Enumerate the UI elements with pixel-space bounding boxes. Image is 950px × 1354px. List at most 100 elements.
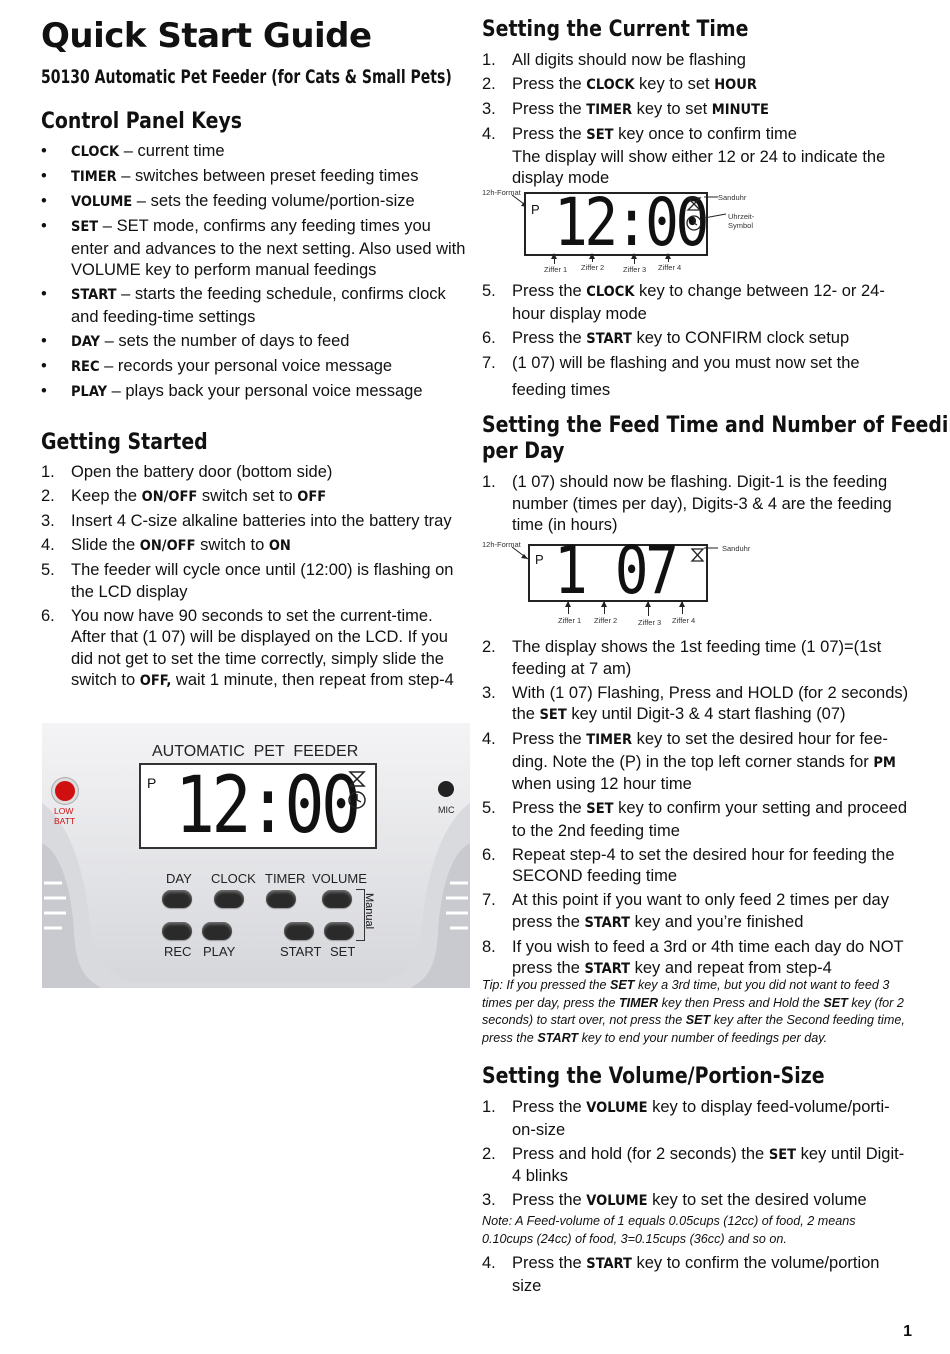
pm-indicator: P xyxy=(535,552,544,567)
manual-label: Manual xyxy=(363,892,376,930)
rec-button[interactable] xyxy=(162,922,192,940)
timer-label: TIMER xyxy=(265,871,306,886)
set-label: SET xyxy=(330,944,356,959)
current-time-steps: 1.All digits should now be flashing 2.Pre… xyxy=(482,50,912,192)
arrow-z1 xyxy=(551,253,557,264)
product-subtitle: 50130 Automatic Pet Feeder (for Cats & S… xyxy=(41,66,452,88)
arrow-z1 xyxy=(565,601,571,614)
list-item: 6.You now have 90 seconds to set the cur… xyxy=(41,606,454,690)
list-item: •PLAY – plays back your personal voice m… xyxy=(41,381,423,400)
arrow-z4 xyxy=(665,253,671,262)
sanduhr-label: Sanduhr xyxy=(722,544,751,553)
arrow-z2 xyxy=(601,601,607,614)
list-item: •REC – records your personal voice messa… xyxy=(41,356,393,375)
list-item: 3.Press the TIMER key to set MINUTE xyxy=(482,100,769,118)
list-item: 4.Slide the ON/OFF switch to ON xyxy=(41,536,291,554)
day-button[interactable] xyxy=(162,890,192,908)
list-item: 1.Press the VOLUME key to display feed-v… xyxy=(482,1098,890,1139)
low-batt-label: LOW BATT xyxy=(54,806,76,826)
hourglass-icon xyxy=(690,548,705,562)
list-item: 3.Press the VOLUME key to set the desire… xyxy=(482,1191,867,1209)
list-item: 5.Press the SET key to confirm your sett… xyxy=(482,799,908,840)
digit1-label: Ziffer 1 xyxy=(544,265,568,274)
feed-time-tip: Tip: If you pressed the SET key a 3rd ti… xyxy=(482,978,905,1045)
digit4-label: Ziffer 4 xyxy=(658,263,682,272)
list-item: 4.Press the SET key once to confirm time… xyxy=(482,125,886,187)
list-item: •DAY – sets the number of days to feed xyxy=(41,331,350,350)
panel-lcd-digits: 12:00 xyxy=(175,761,361,851)
lcd-digits: 1 07 xyxy=(554,532,679,609)
list-item: 4.Press the TIMER key to set the desired… xyxy=(482,730,896,793)
list-item: 7.At this point if you want to only feed… xyxy=(482,891,889,931)
sanduhr-label: Sanduhr xyxy=(718,193,747,202)
panel-title: AUTOMATIC PET FEEDER xyxy=(152,743,359,760)
getting-started-heading: Getting Started xyxy=(41,430,208,455)
list-item: 6.Repeat step-4 to set the desired hour … xyxy=(482,845,895,886)
list-item: 1.Open the battery door (bottom side) xyxy=(41,463,333,481)
list-item: 1.All digits should now be flashing xyxy=(482,51,746,69)
list-item: 7.(1 07) will be flashing and you must n… xyxy=(482,353,860,400)
format-label: 12h-Format xyxy=(482,540,521,549)
arrow-z3 xyxy=(631,253,637,264)
list-item: •START – starts the feeding schedule, co… xyxy=(41,285,446,326)
digit1-label: Ziffer 1 xyxy=(558,616,582,625)
list-item: 1.(1 07) should now be flashing. Digit-1… xyxy=(482,473,892,534)
clock-label: CLOCK xyxy=(211,871,256,886)
digit3-label: Ziffer 3 xyxy=(623,265,647,274)
pointer-icon xyxy=(512,546,529,560)
list-item: 8.If you wish to feed a 3rd or 4th time … xyxy=(482,937,904,978)
list-item: 5.Press the CLOCK key to change between … xyxy=(482,282,885,323)
digit4-label: Ziffer 4 xyxy=(672,616,696,625)
clock-button[interactable] xyxy=(214,890,244,908)
list-item: 2.Press and hold (for 2 seconds) the SET… xyxy=(482,1144,905,1186)
manual-bracket xyxy=(356,889,365,941)
rec-label: REC xyxy=(164,944,192,959)
panel-lcd: P 12:00 xyxy=(139,761,377,851)
current-time-steps-cont: 5.Press the CLOCK key to change between … xyxy=(482,281,912,409)
digit3-label: Ziffer 3 xyxy=(638,618,662,627)
low-batt-led-icon xyxy=(55,781,75,801)
play-button[interactable] xyxy=(202,922,232,940)
control-panel-heading: Control Panel Keys xyxy=(41,109,243,134)
hourglass-clock-icon xyxy=(348,771,366,809)
mic-label: MIC xyxy=(438,805,455,815)
play-label: PLAY xyxy=(203,944,236,959)
day-label: DAY xyxy=(166,871,192,886)
list-item: 4.Press the START key to confirm the vol… xyxy=(482,1254,880,1295)
lcd-digits: 12:00 xyxy=(554,184,709,261)
list-item: 3.With (1 07) Flashing, Press and HOLD (… xyxy=(482,683,909,724)
volume-button[interactable] xyxy=(322,890,352,908)
list-item: •SET – SET mode, confirms any feeding ti… xyxy=(41,217,466,279)
pm-indicator: P xyxy=(147,775,157,791)
list-item: •CLOCK – current time xyxy=(41,142,225,160)
set-button[interactable] xyxy=(324,922,354,940)
list-item: •TIMER – switches between preset feeding… xyxy=(41,167,419,185)
lcd-box: P 1 07 xyxy=(528,532,708,609)
list-item: 2.Press the CLOCK key to set HOUR xyxy=(482,75,757,93)
list-item: 5.The feeder will cycle once until (12:0… xyxy=(41,561,454,601)
leader-lines-icon xyxy=(704,196,727,219)
volume-steps: 1.Press the VOLUME key to display feed-v… xyxy=(482,1097,912,1215)
control-keys-list: •CLOCK – current time •TIMER – switches b… xyxy=(41,141,466,406)
start-button[interactable] xyxy=(284,922,314,940)
mic-icon xyxy=(438,781,454,797)
feed-time-steps-cont: 2.The display shows the 1st feeding time… xyxy=(482,637,912,983)
list-item: 2.Keep the ON/OFF switch set to OFF xyxy=(41,487,327,505)
pm-indicator: P xyxy=(531,202,540,217)
getting-started-list: 1.Open the battery door (bottom side) 2.K… xyxy=(41,462,466,695)
list-item: 2.The display shows the 1st feeding time… xyxy=(482,638,882,678)
volume-heading: Setting the Volume/Portion-Size xyxy=(482,1064,825,1089)
start-label: START xyxy=(280,944,322,959)
control-panel-illustration: AUTOMATIC PET FEEDER LOW BATT MIC P 12:0… xyxy=(42,723,470,988)
lcd-diagram-feeding: 12h-Format P 1 07 Sanduhr Ziffer 1 Ziffe… xyxy=(482,532,772,628)
timer-button[interactable] xyxy=(266,890,296,908)
uhrzeit-label: Uhrzeit- Symbol xyxy=(728,212,755,230)
volume-note: Note: A Feed-volume of 1 equals 0.05cups… xyxy=(482,1214,856,1246)
feed-time-heading-1: Setting the Feed Time and Number of Feed… xyxy=(482,413,950,438)
arrow-z4 xyxy=(679,601,685,614)
volume-label: VOLUME xyxy=(312,871,367,886)
list-item: •VOLUME – sets the feeding volume/portio… xyxy=(41,192,415,210)
lcd-box: P 12:00 xyxy=(524,184,709,261)
list-item: 6.Press the START key to CONFIRM clock s… xyxy=(482,328,850,347)
leader-line-icon xyxy=(704,547,718,549)
